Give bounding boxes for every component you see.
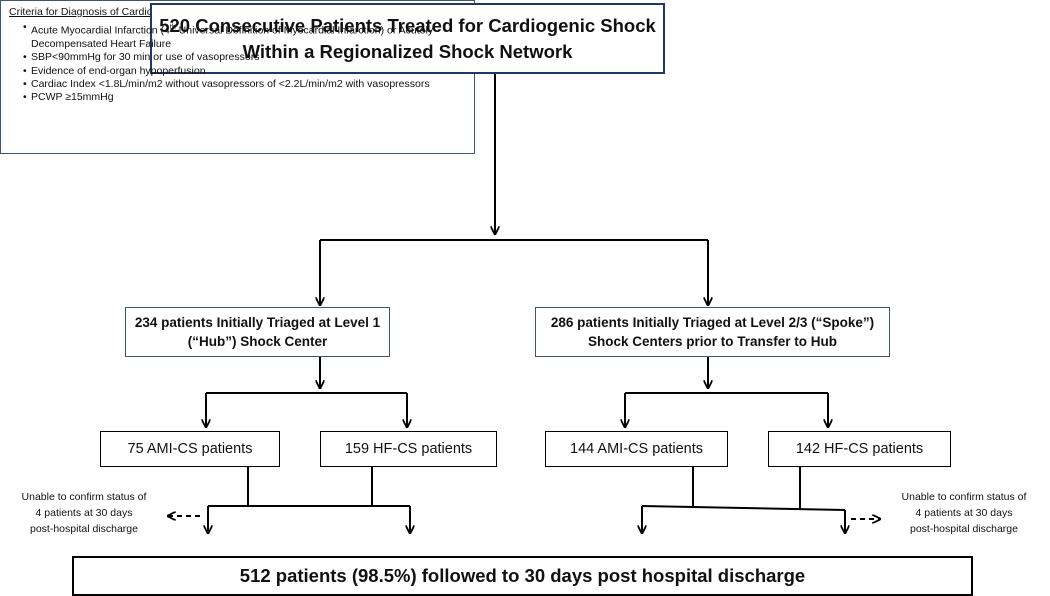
criteria-item: SBP<90mmHg for 30 min or use of vasopres…	[23, 51, 466, 65]
followup-total-box: 512 patients (98.5%) followed to 30 days…	[72, 556, 973, 596]
criteria-list: Acute Myocardial Infarction (4th Univers…	[9, 21, 466, 105]
hub-center-box: 234 patients Initially Triaged at Level …	[125, 307, 390, 357]
criteria-item: PCWP ≥15mmHg	[23, 91, 466, 105]
criteria-item: Evidence of end-organ hypoperfusion	[23, 65, 466, 79]
spoke-center-line2: Shock Centers prior to Transfer to Hub	[587, 334, 838, 349]
criteria-item: Acute Myocardial Infarction (4th Univers…	[23, 21, 466, 51]
spoke-center-box: 286 patients Initially Triaged at Level …	[535, 307, 890, 357]
lost-followup-note-right: Unable to confirm status of 4 patients a…	[901, 491, 1027, 535]
spoke-hf-cs-box: 142 HF-CS patients	[768, 431, 951, 467]
hub-hf-cs-box: 159 HF-CS patients	[320, 431, 497, 467]
spoke-ami-cs-box: 144 AMI-CS patients	[545, 431, 728, 467]
criteria-box: Criteria for Diagnosis of Cardiogenic Sh…	[0, 0, 475, 154]
hub-center-line2: (“Hub”) Shock Center	[187, 334, 328, 349]
hub-center-line1: 234 patients Initially Triaged at Level …	[134, 315, 381, 330]
hub-ami-cs-box: 75 AMI-CS patients	[100, 431, 280, 467]
spoke-center-line1: 286 patients Initially Triaged at Level …	[550, 315, 875, 330]
lost-followup-note-left: Unable to confirm status of 4 patients a…	[21, 491, 147, 535]
criteria-item: Cardiac Index <1.8L/min/m2 without vasop…	[23, 78, 466, 92]
connector-right-bar	[641, 505, 846, 511]
